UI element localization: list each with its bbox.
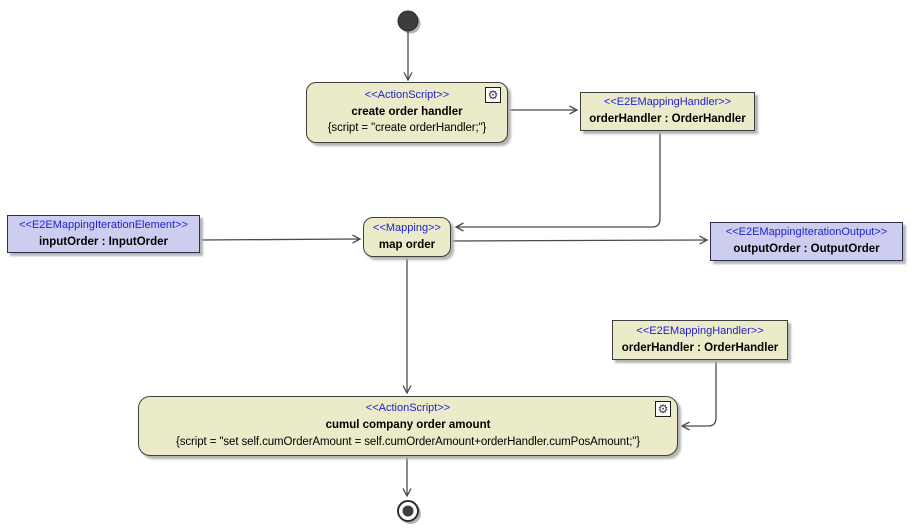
stereotype-label: <<E2EMappingHandler>> [636, 324, 764, 337]
object-node-output-order[interactable]: <<E2EMappingIterationOutput>> outputOrde… [710, 222, 903, 261]
gear-icon: ⚙ [485, 87, 501, 103]
action-node-cumul-company-order-amount[interactable]: ⚙ <<ActionScript>> cumul company order a… [138, 396, 678, 456]
object-node-order-handler-bottom[interactable]: <<E2EMappingHandler>> orderHandler : Ord… [612, 320, 788, 360]
stereotype-label: <<E2EMappingIterationOutput>> [725, 226, 888, 239]
action-node-create-order-handler[interactable]: ⚙ <<ActionScript>> create order handler … [306, 82, 508, 143]
edge-handler-top-to-map-order [454, 131, 661, 232]
action-name-label: create order handler [351, 105, 463, 118]
final-node-inner-dot [402, 505, 414, 517]
object-name-label: orderHandler : OrderHandler [589, 113, 746, 126]
stereotype-label: <<ActionScript>> [364, 88, 450, 101]
gear-icon: ⚙ [655, 401, 671, 417]
object-name-label: outputOrder : OutputOrder [733, 243, 880, 256]
stereotype-label: <<E2EMappingIterationElement>> [19, 218, 188, 231]
stereotype-label: <<Mapping>> [373, 221, 441, 234]
object-name-label: inputOrder : InputOrder [38, 235, 169, 248]
edge-map-order-to-output-order [450, 235, 709, 245]
object-name-label: orderHandler : OrderHandler [621, 341, 779, 354]
edge-handler-bottom-to-cumul [680, 360, 717, 431]
action-name-label: cumul company order amount [325, 419, 491, 432]
stereotype-label: <<E2EMappingHandler>> [603, 96, 732, 109]
action-name-label: map order [378, 238, 436, 251]
object-node-order-handler-top[interactable]: <<E2EMappingHandler>> orderHandler : Ord… [580, 92, 755, 131]
activity-node-map-order[interactable]: <<Mapping>> map order [363, 217, 451, 257]
object-node-input-order[interactable]: <<E2EMappingIterationElement>> inputOrde… [7, 215, 200, 253]
script-label: {script = "create orderHandler;"} [327, 122, 487, 135]
edge-input-order-to-map-order [199, 234, 362, 244]
initial-node[interactable] [397, 10, 419, 32]
script-label: {script = "set self.cumOrderAmount = sel… [175, 435, 641, 448]
stereotype-label: <<ActionScript>> [365, 402, 451, 415]
